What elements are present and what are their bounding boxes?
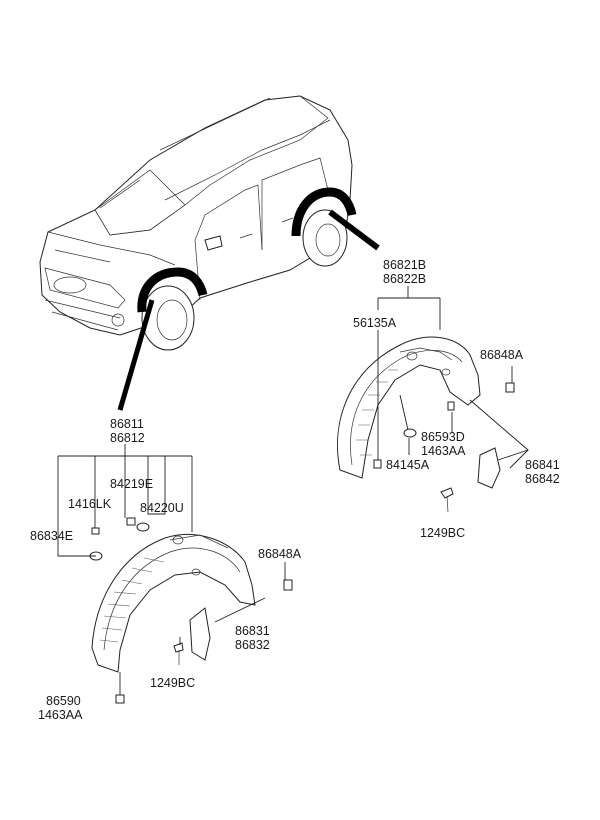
rear-wheel-guard-assembly [337, 336, 515, 513]
label-rear-screw: 1249BC [420, 526, 465, 540]
callout-labels: 86821B 86822B 56135A 86848A 86593D 1463A… [30, 258, 560, 722]
label-front-fastener: 86834E [30, 529, 73, 543]
vehicle-illustration [39, 95, 380, 411]
label-front-plug-b: 84220U [140, 501, 184, 515]
label-front-flap-lower: 86832 [235, 638, 270, 652]
label-front-liner-upper: 86811 [110, 417, 144, 431]
label-front-nut-upper: 86590 [46, 694, 81, 708]
label-rear-liner-upper: 86821B [383, 258, 426, 272]
rear-leader-lines [377, 286, 529, 469]
label-rear-liner-lower: 86822B [383, 272, 426, 286]
label-front-screw: 1249BC [150, 676, 195, 690]
label-rear-bolt-right: 86848A [480, 348, 524, 362]
label-front-flap-upper: 86831 [235, 624, 270, 638]
label-front-clip-lk: 1416LK [68, 497, 112, 511]
label-rear-nut-lower: 1463AA [421, 444, 466, 458]
front-wheel-guard-assembly [89, 517, 293, 704]
label-rear-grommet: 84145A [386, 458, 430, 472]
label-rear-nut-upper: 86593D [421, 430, 465, 444]
front-leader-lines [57, 444, 286, 695]
label-rear-flap-upper: 86841 [525, 458, 560, 472]
label-front-nut-lower: 1463AA [38, 708, 83, 722]
label-rear-clip: 56135A [353, 316, 397, 330]
label-front-liner-lower: 86812 [110, 431, 145, 445]
label-front-bolt-right: 86848A [258, 547, 302, 561]
label-front-plug-a: 84219E [110, 477, 153, 491]
label-rear-flap-lower: 86842 [525, 472, 560, 486]
